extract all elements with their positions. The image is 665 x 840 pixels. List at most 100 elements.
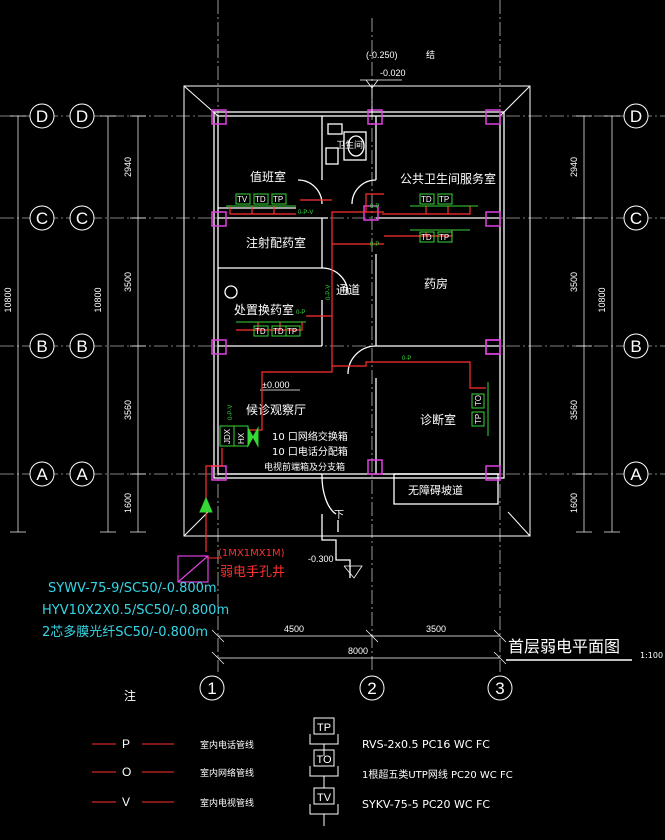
axis-label-d-right: D <box>630 107 642 126</box>
legend-outlet-to: TO <box>316 754 332 766</box>
level-floor: ±0.000 <box>262 380 289 390</box>
legend-outlet-desc-to: 1根超五类UTP网线 PC20 WC FC <box>362 768 513 781</box>
panel-line-2: 10 口电话分配箱 <box>272 445 348 458</box>
legend-outlet-tp: TP <box>317 722 331 734</box>
axis-label-b-left: B <box>36 337 47 356</box>
outlet-tv-duty: TV <box>237 195 248 204</box>
columns <box>211 109 501 481</box>
legend-sym-v: V <box>122 795 130 809</box>
outlet-td-disp-1: TD <box>255 327 266 336</box>
tag-riser: 0-P-V <box>326 285 332 300</box>
outlet-to-diag: TO <box>474 395 483 406</box>
cabinet-jdx: JDX <box>223 428 232 444</box>
legend-outlet-tv: TV <box>317 792 332 804</box>
outlet-td-wc: TD <box>421 195 432 204</box>
outlet-tp-disp: TP <box>287 327 297 336</box>
incoming-line-2: HYV10X2X0.5/SC50/-0.800m <box>42 603 229 618</box>
weak-current-wiring <box>205 193 486 552</box>
level-top-a: (-0.250) <box>366 50 398 60</box>
axis-label-2: 2 <box>367 679 376 698</box>
dim-bottom-1: 4500 <box>284 624 304 634</box>
legend-desc-o: 室内网络管线 <box>200 767 254 779</box>
dimension-lines <box>10 115 620 665</box>
outlet-tp-inj: TP <box>439 233 449 242</box>
tag-panel: 0-P-V <box>228 405 234 420</box>
outlet-tp-wc: TP <box>439 195 449 204</box>
tag-duty: 0-P-V <box>298 210 313 216</box>
axis-label-d-mid: D <box>76 107 88 126</box>
dim-seg-a-out-r: 1600 <box>569 493 579 513</box>
level-outside: -0.300 <box>308 554 334 564</box>
handhole-label: 弱电手孔井 <box>220 565 285 580</box>
room-corridor: 通道 <box>336 283 360 297</box>
dim-left-inner: 10800 <box>93 287 103 312</box>
room-disposal: 处置换药室 <box>234 302 294 317</box>
panel-line-1: 10 口网络交换箱 <box>272 430 348 443</box>
handhole-symbol <box>177 555 209 583</box>
level-top-c: 结 <box>426 49 435 60</box>
legend-outlet-desc-tp: RVS-2x0.5 PC16 WC FC <box>362 738 490 751</box>
legend-sym-p: P <box>122 737 130 751</box>
dim-seg-cb-r: 3500 <box>569 272 579 292</box>
axis-label-c-mid: C <box>76 209 88 228</box>
room-diagnosis: 诊断室 <box>420 412 456 427</box>
outlet-tp-duty: TP <box>273 195 283 204</box>
outlets <box>199 193 489 513</box>
axis-bubbles <box>29 103 649 701</box>
room-pharmacy: 药房 <box>424 276 448 291</box>
outlet-td-disp-2: TD <box>273 327 284 336</box>
tag-disp: 0-P <box>296 310 305 316</box>
axis-label-c-left: C <box>36 209 48 228</box>
axis-label-b-mid: B <box>76 337 87 356</box>
room-public-wc: 公共卫生间服务室 <box>400 171 496 186</box>
tag-wc: 0-P <box>370 204 379 210</box>
dim-seg-a-out: 1600 <box>123 493 133 513</box>
legend-outlet-symbols <box>309 717 339 826</box>
legend-heading: 注 <box>124 688 136 703</box>
dim-right-outer: 10800 <box>597 287 607 312</box>
axis-label-a-right: A <box>630 465 642 484</box>
incoming-line-1: SYWV-75-9/SC50/-0.800m <box>48 581 217 596</box>
handhole-size: (1MX1MX1M) <box>218 548 285 559</box>
level-top-b: -0.020 <box>380 68 406 78</box>
room-waiting: 候诊观察厅 <box>246 403 306 417</box>
room-duty: 值班室 <box>250 169 286 184</box>
legend-line-samples <box>92 743 174 803</box>
dim-seg-dc-r: 2940 <box>569 157 579 177</box>
axis-label-d-left: D <box>36 107 48 126</box>
dim-seg-dc: 2940 <box>123 157 133 177</box>
axis-label-b-right: B <box>630 337 641 356</box>
axis-label-3: 3 <box>495 679 504 698</box>
axis-label-a-left: A <box>36 465 48 484</box>
room-ramp: 无障碍坡道 <box>408 483 463 497</box>
dim-bottom-total: 8000 <box>348 646 368 656</box>
room-wc: 卫生间 <box>336 139 363 151</box>
dim-left-outer: 10800 <box>3 287 13 312</box>
drawing-title: 首层弱电平面图 <box>508 637 620 656</box>
tag-diag: 0-P <box>402 356 411 362</box>
legend-outlet-desc-tv: SYKV-75-5 PC20 WC FC <box>362 798 490 811</box>
dim-seg-ba-r: 3560 <box>569 400 579 420</box>
dim-seg-ba: 3560 <box>123 400 133 420</box>
level-markers <box>260 79 402 579</box>
dim-bottom-2: 3500 <box>426 624 446 634</box>
tag-inj: 0-P <box>370 242 379 248</box>
legend-sym-o: O <box>122 765 131 779</box>
axis-label-c-right: C <box>630 209 642 228</box>
legend-desc-v: 室内电视管线 <box>200 797 254 809</box>
legend-desc-p: 室内电话管线 <box>200 739 254 751</box>
axis-label-1: 1 <box>207 679 216 698</box>
outlet-tp-diag: TP <box>474 414 483 424</box>
panel-line-3: 电视前端箱及分支箱 <box>264 461 345 473</box>
drawing-scale: 1:100 <box>640 651 663 660</box>
room-injection: 注射配药室 <box>246 235 306 250</box>
outlet-td-inj: TD <box>421 233 432 242</box>
dim-seg-cb: 3500 <box>123 272 133 292</box>
outlet-td-duty: TD <box>255 195 266 204</box>
incoming-line-3: 2芯多膜光纤SC50/-0.800m <box>42 624 208 640</box>
axis-label-a-mid: A <box>76 465 88 484</box>
walls <box>213 111 505 578</box>
cabinet-hx: HX <box>237 432 246 444</box>
level-down: 下 <box>334 510 344 521</box>
